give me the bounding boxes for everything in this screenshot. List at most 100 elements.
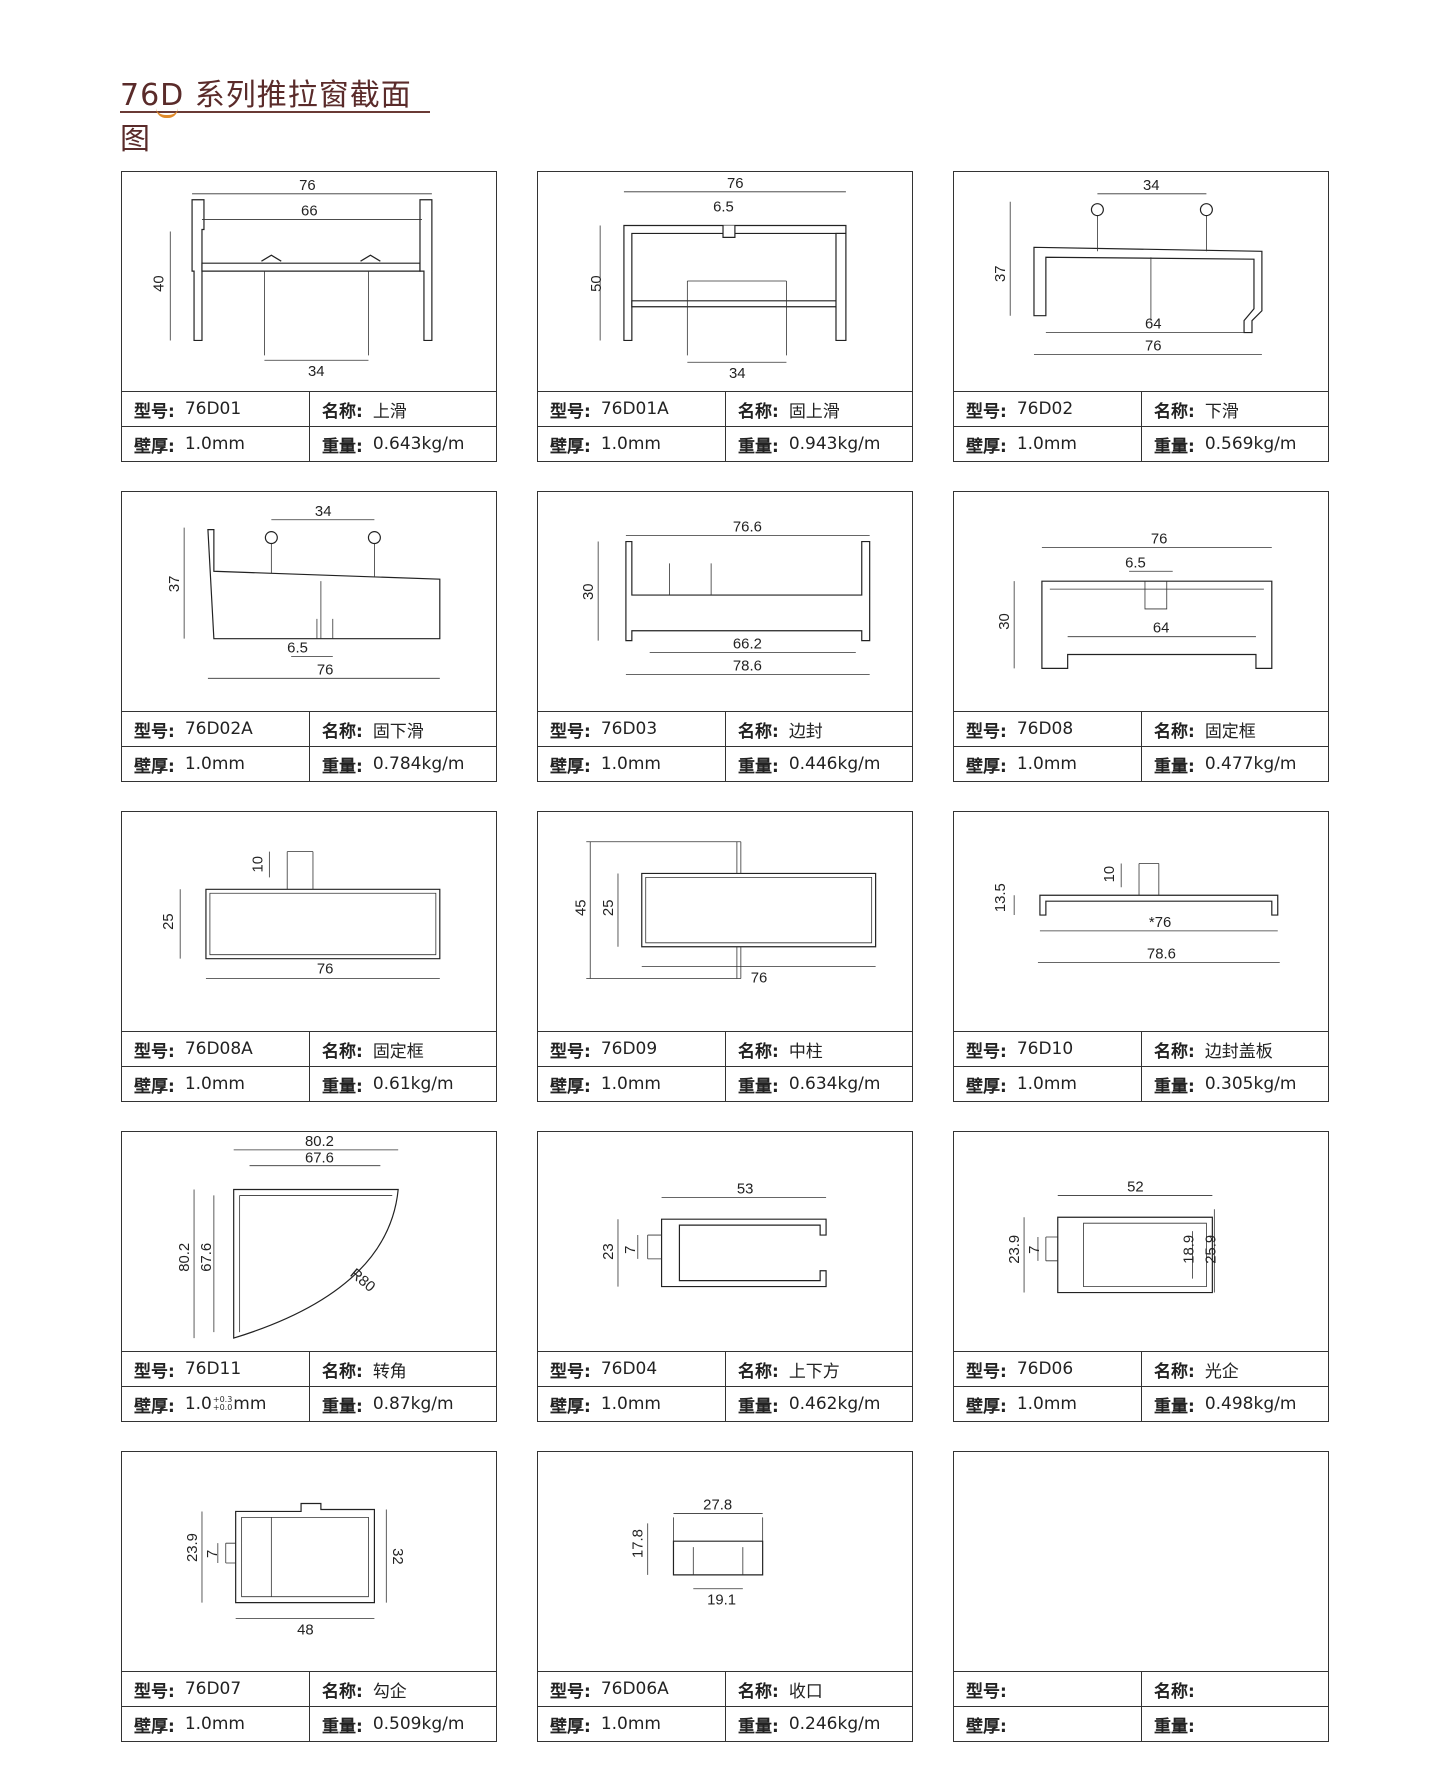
weight-value: 0.643kg/m <box>372 434 465 454</box>
weight-label: 重量: <box>1154 436 1195 457</box>
dim-label: 52 <box>1127 1179 1144 1195</box>
weight-value: 0.462kg/m <box>788 1394 881 1414</box>
profile-outline-left <box>191 199 205 342</box>
profile-outline <box>1041 580 1273 669</box>
weight-value: 0.477kg/m <box>1204 754 1297 774</box>
thickness-value: 1.0mm <box>600 1714 661 1734</box>
section-drawing: 76 6.5 50 34 <box>589 176 847 382</box>
name-value: 下滑 <box>1204 401 1239 422</box>
profile-outline <box>1057 1216 1213 1294</box>
thickness-label: 壁厚: <box>134 756 175 777</box>
dim-label: 30 <box>997 613 1013 630</box>
info-row-thickness-weight: 壁厚:1.0mm 重量:0.943kg/m <box>538 426 912 461</box>
model-value: 76D08A <box>184 1039 253 1059</box>
thickness-label: 壁厚: <box>134 1396 175 1417</box>
name-label: 名称: <box>738 1361 779 1382</box>
dim-label: 50 <box>589 275 605 292</box>
dim-label: 80.2 <box>305 1134 334 1150</box>
weight-label: 重量: <box>738 1076 779 1097</box>
model-label: 型号: <box>966 1361 1007 1382</box>
profile-outline-fin <box>1138 863 1160 896</box>
dimension-lines <box>586 841 876 979</box>
dim-label: 23.9 <box>185 1533 201 1562</box>
info-row-model-name: 型号:76D07 名称:勾企 <box>122 1671 496 1706</box>
weight-label: 重量: <box>738 1396 779 1417</box>
profile-card-76D01A: 76 6.5 50 34 型号:76D01A 名称:固上滑 壁厚:1.0mm 重… <box>537 171 913 462</box>
thickness-label: 壁厚: <box>550 1396 591 1417</box>
thickness-label: 壁厚: <box>134 436 175 457</box>
info-row-model-name: 型号:76D01 名称:上滑 <box>122 391 496 426</box>
dim-label: 34 <box>308 364 325 380</box>
dim-label: 40 <box>151 275 167 292</box>
section-drawing: 76 6.5 30 64 <box>997 532 1273 669</box>
weight-label: 重量: <box>738 756 779 777</box>
dim-label: 76.6 <box>733 520 762 536</box>
model-value: 76D06A <box>600 1679 669 1699</box>
dimension-lines <box>617 1197 827 1287</box>
info-row-model-name: 型号: 名称: <box>954 1671 1328 1706</box>
name-label: 名称: <box>322 721 363 742</box>
dim-label: 27.8 <box>703 1497 732 1513</box>
info-row-model-name: 型号:76D11 名称:转角 <box>122 1351 496 1386</box>
info-row-model-name: 型号:76D08A 名称:固定框 <box>122 1031 496 1066</box>
profile-outline-right <box>419 199 433 342</box>
name-value: 固上滑 <box>788 401 840 422</box>
page-title: 76D 系列推拉窗截面图 <box>120 78 412 157</box>
dim-label: 37 <box>993 265 1009 282</box>
weight-label: 重量: <box>322 756 363 777</box>
info-row-model-name: 型号:76D08 名称:固定框 <box>954 711 1328 746</box>
model-label: 型号: <box>134 721 175 742</box>
weight-value: 0.784kg/m <box>372 754 465 774</box>
profile-outline <box>625 540 871 642</box>
profile-outline-notch <box>647 1234 662 1260</box>
thickness-unit: mm <box>233 1394 267 1414</box>
profile-drawing-76D06: 52 23.9 7 18.9 25.9 <box>954 1132 1328 1351</box>
name-value: 光企 <box>1204 1361 1239 1382</box>
weight-value: 0.569kg/m <box>1204 434 1297 454</box>
dim-label: 76 <box>299 178 316 194</box>
model-value: 76D07 <box>184 1679 242 1699</box>
dim-label: 6.5 <box>713 200 734 216</box>
info-row-thickness-weight: 壁厚:1.0mm 重量:0.61kg/m <box>122 1066 496 1101</box>
weight-value: 0.634kg/m <box>788 1074 881 1094</box>
model-value: 76D06 <box>1016 1359 1074 1379</box>
profile-outline-inner <box>209 851 437 956</box>
dim-label: 76 <box>1145 338 1162 354</box>
info-row-model-name: 型号:76D03 名称:边封 <box>538 711 912 746</box>
profile-outline-right <box>835 232 847 342</box>
profile-bead <box>367 531 381 545</box>
dim-label: 25.9 <box>1203 1235 1219 1264</box>
dim-label: 25 <box>161 913 177 930</box>
info-row-model-name: 型号:76D01A 名称:固上滑 <box>538 391 912 426</box>
thickness-value: 1.0mm <box>600 754 661 774</box>
thickness-label: 壁厚: <box>966 1716 1007 1737</box>
thickness-value: 1.0mm <box>1016 1394 1077 1414</box>
title-accent-swoosh <box>156 108 178 118</box>
dimension-lines <box>179 851 440 979</box>
thickness-label: 壁厚: <box>134 1076 175 1097</box>
info-row-thickness-weight: 壁厚: 1.0 +0.3 +0.0 mm 重量:0.87kg/m <box>122 1386 496 1421</box>
model-label: 型号: <box>966 401 1007 422</box>
dim-label: 7 <box>1027 1246 1043 1254</box>
thickness-value: 1.0mm <box>184 754 245 774</box>
thickness-value: 1.0mm <box>1016 754 1077 774</box>
profile-outline <box>660 1218 827 1288</box>
profile-drawing-76D07: 23.9 7 32 48 <box>122 1452 496 1671</box>
dim-label: 30 <box>581 583 597 600</box>
dimension-lines <box>183 519 440 679</box>
profile-bead <box>1199 203 1213 217</box>
name-value: 收口 <box>788 1681 823 1702</box>
thickness-label: 壁厚: <box>966 436 1007 457</box>
name-value: 边封盖板 <box>1204 1041 1273 1062</box>
name-value: 固定框 <box>372 1041 424 1062</box>
section-drawing: 76 66 40 34 <box>151 178 433 380</box>
profile-card-76D11: 80.2 67.6 80.2 67.6 R80 型号:76D11 名称:转角 壁… <box>121 1131 497 1422</box>
profile-outline-legs <box>264 271 369 356</box>
profile-outline <box>672 1540 764 1576</box>
dim-label: 67.6 <box>199 1243 215 1272</box>
model-label: 型号: <box>134 1041 175 1062</box>
profile-outline <box>235 1502 375 1604</box>
dim-label: 34 <box>1143 178 1160 194</box>
name-label: 名称: <box>322 1681 363 1702</box>
profile-grid: 76 66 40 34 型号:76D01 名称:上滑 壁厚:1.0mm 重量:0… <box>121 171 1329 1742</box>
